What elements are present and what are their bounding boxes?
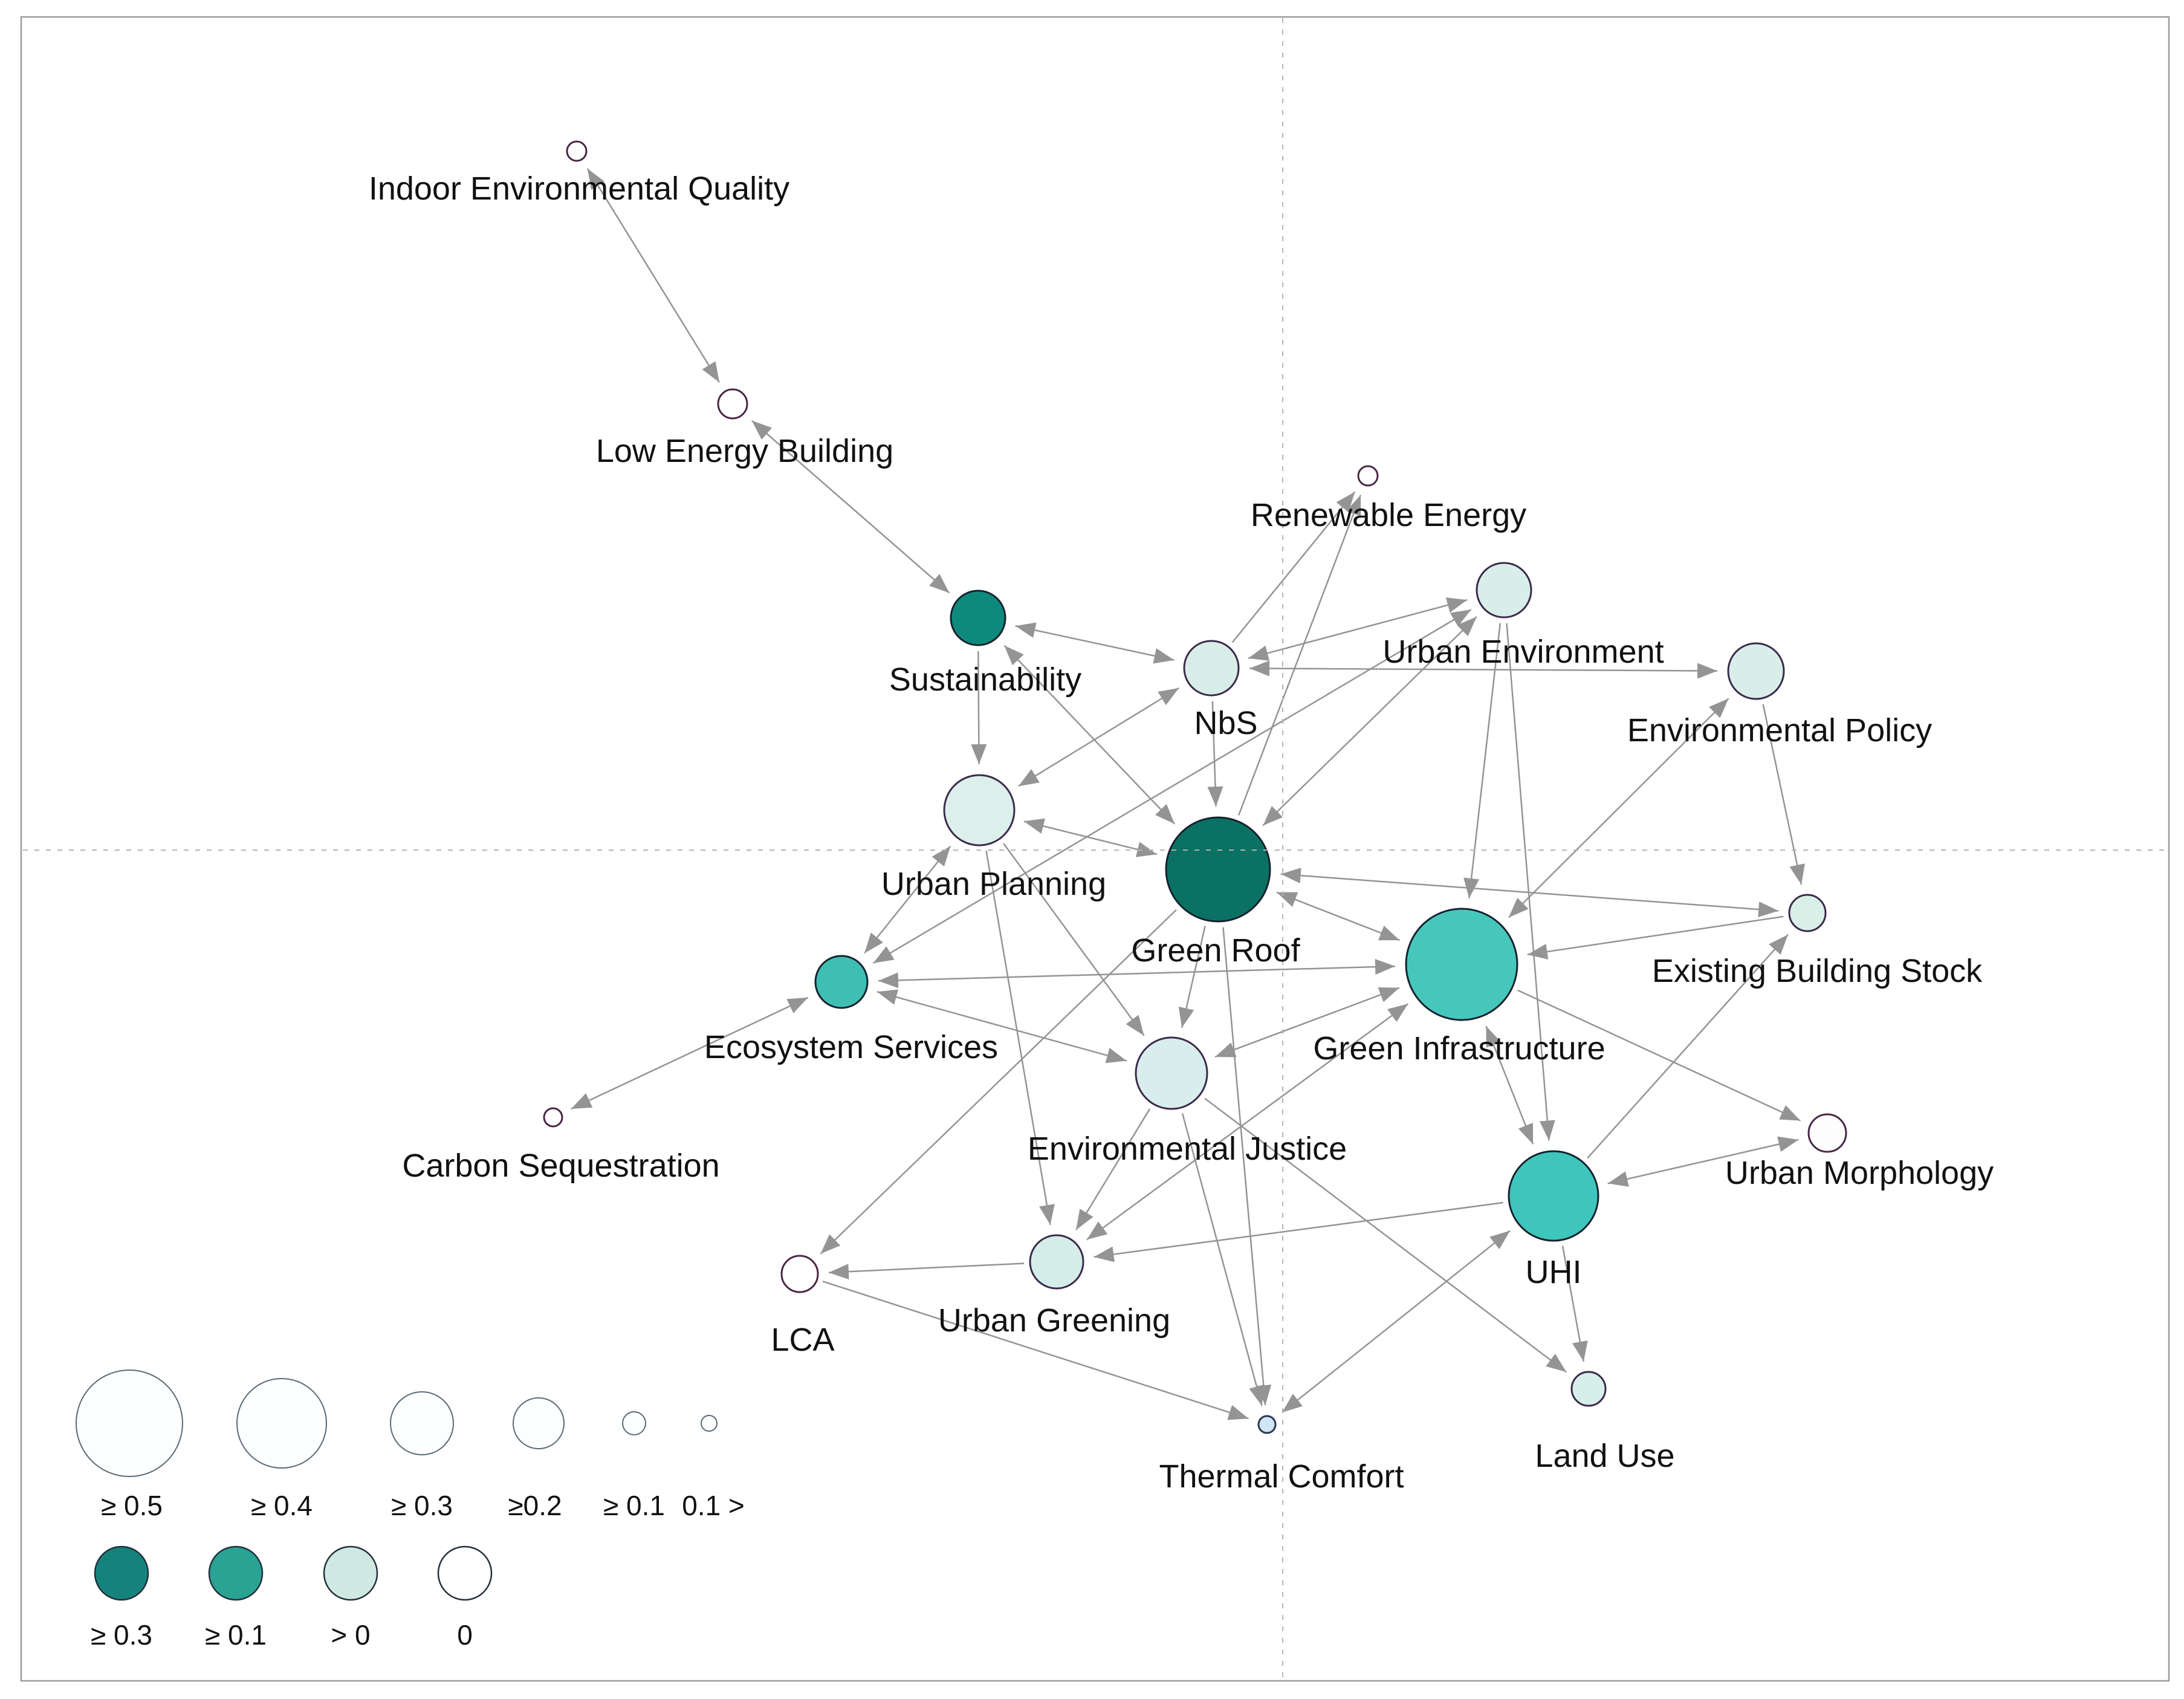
edge-ue-es [872, 608, 1472, 964]
crosshair-layer [23, 18, 2168, 1681]
node-um [1807, 1113, 1847, 1153]
legend-size-label-5: 0.1 > [682, 1490, 745, 1521]
label-uhi: UHI [1526, 1254, 1582, 1290]
edge-leb-ieq [586, 168, 721, 383]
node-cs [543, 1107, 563, 1128]
legend-size-circle-3 [513, 1397, 565, 1449]
node-nbs [1183, 640, 1240, 697]
edge-uhi-um [1607, 1136, 1799, 1187]
legend-size-circle-1 [236, 1378, 327, 1469]
legend-color-label-3: 0 [457, 1619, 473, 1651]
label-up: Urban Planning [881, 866, 1106, 902]
node-uhi [1508, 1150, 1599, 1242]
legend-color-circle-0 [94, 1545, 149, 1601]
edge-gi-ug [1086, 1003, 1409, 1241]
label-lca: LCA [771, 1322, 834, 1358]
node-ep [1727, 642, 1785, 700]
node-gr [1165, 816, 1271, 923]
edge-up-ej [1003, 843, 1145, 1036]
legend-color-label-1: ≥ 0.1 [205, 1619, 267, 1651]
node-ej [1135, 1036, 1208, 1110]
edge-es-cs [571, 996, 809, 1110]
label-gi: Green Infrastructure [1313, 1030, 1605, 1067]
label-ebs: Existing Building Stock [1652, 953, 1983, 989]
label-ej: Environmental Justice [1028, 1131, 1347, 1167]
node-ug [1029, 1234, 1084, 1290]
node-lca [780, 1255, 819, 1293]
node-es [814, 955, 869, 1009]
legend-size-label-1: ≥ 0.4 [251, 1490, 313, 1521]
node-re [1357, 465, 1379, 487]
edge-uhi-lu [1561, 1246, 1588, 1362]
legend-color-label-2: > 0 [331, 1619, 370, 1651]
edge-gr-lca [820, 909, 1177, 1255]
edge-up-es [864, 845, 951, 954]
plot-border [20, 16, 2170, 1682]
edges-layer [571, 168, 1805, 1420]
edge-uhi-ug [1094, 1201, 1503, 1262]
label-ep: Environmental Policy [1627, 712, 1932, 749]
label-nbs: NbS [1194, 705, 1257, 741]
legend-color-circle-3 [437, 1545, 493, 1601]
label-ue: Urban Environment [1382, 634, 1664, 670]
edge-gr-ebs [1280, 868, 1779, 917]
edge-ep-ebs [1762, 704, 1805, 885]
node-tc [1257, 1415, 1277, 1434]
label-tc: Thermal Comfort [1159, 1458, 1404, 1495]
legend-color-label-0: ≥ 0.3 [91, 1619, 152, 1651]
edge-ue-gi [1463, 623, 1502, 898]
edge-sus-nbs [1015, 622, 1175, 664]
label-re: Renewable Energy [1251, 497, 1526, 533]
label-lu: Land Use [1535, 1438, 1674, 1474]
label-um: Urban Morphology [1725, 1155, 1994, 1191]
node-gi [1405, 908, 1518, 1021]
edge-gi-um [1517, 989, 1801, 1122]
node-up [943, 774, 1016, 846]
edge-ej-ug [1075, 1108, 1151, 1230]
legend-size-circle-0 [76, 1369, 183, 1477]
edge-ej-es [877, 989, 1127, 1064]
edge-up-ug [985, 850, 1055, 1226]
nodes-layer [543, 140, 1847, 1434]
edge-lca-tc [822, 1281, 1249, 1420]
legend: ≥ 0.5 ≥ 0.4 ≥ 0.3 ≥0.2 ≥ 0.1 0.1 > ≥ 0.3 ≥ 0.1 >… [76, 1369, 745, 1651]
label-cs: Carbon Sequestration [402, 1148, 719, 1184]
edge-ebs-gi [1527, 915, 1784, 960]
edge-gi-es [878, 959, 1396, 989]
label-leb: Low Energy Building [596, 433, 893, 469]
label-sus: Sustainability [889, 661, 1081, 698]
legend-size-circle-5 [701, 1415, 718, 1432]
label-gr: Green Roof [1131, 932, 1300, 969]
node-ieq [566, 140, 588, 162]
label-ieq: Indoor Environmental Quality [369, 171, 789, 207]
edge-gr-re [1238, 495, 1362, 816]
edge-gr-gi [1276, 891, 1400, 941]
edge-nbs-gr [1207, 701, 1223, 807]
node-lu [1570, 1371, 1607, 1407]
edge-sus-leb [751, 420, 950, 594]
legend-color-circle-1 [208, 1545, 264, 1601]
label-es: Ecosystem Services [704, 1029, 998, 1065]
legend-size-label-4: ≥ 0.1 [603, 1490, 665, 1521]
label-ug: Urban Greening [938, 1302, 1170, 1339]
legend-size-label-0: ≥ 0.5 [101, 1490, 163, 1521]
edge-ug-lca [828, 1262, 1025, 1280]
edge-gi-uhi [1485, 1025, 1534, 1145]
edge-up-nbs [1018, 687, 1179, 787]
edge-uhi-ebs [1587, 934, 1789, 1159]
legend-color-circle-2 [323, 1545, 378, 1601]
node-ue [1476, 562, 1532, 619]
edge-uhi-tc [1282, 1230, 1511, 1414]
legend-size-label-3: ≥0.2 [508, 1490, 562, 1521]
node-sus [950, 590, 1006, 646]
legend-size-circle-4 [622, 1411, 646, 1435]
node-leb [717, 388, 748, 420]
edge-gr-up [1023, 818, 1158, 857]
legend-size-circle-2 [390, 1391, 454, 1455]
node-ebs [1788, 894, 1827, 932]
legend-size-label-2: ≥ 0.3 [391, 1490, 453, 1521]
